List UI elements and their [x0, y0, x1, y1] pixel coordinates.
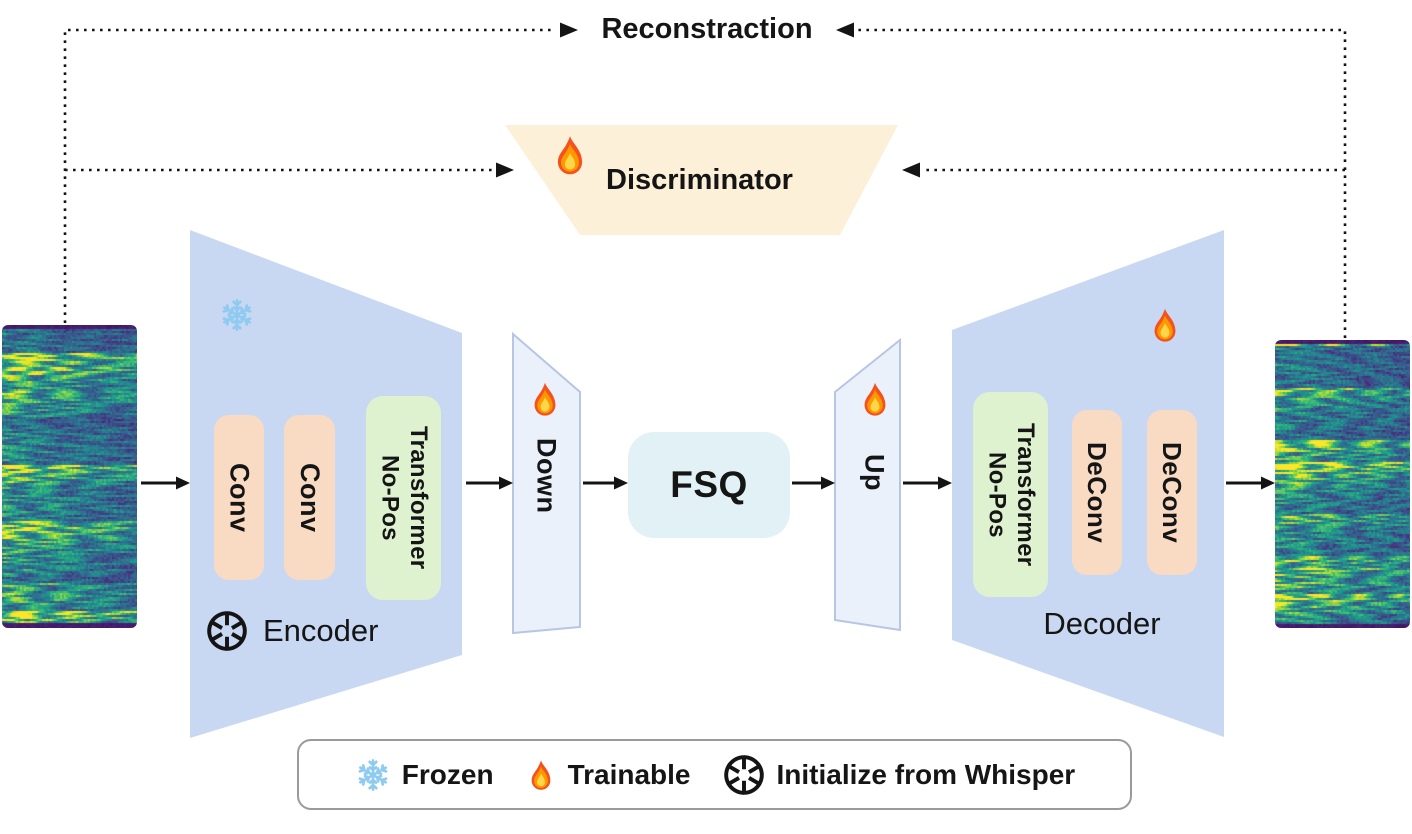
arrowhead-fsq-in: [614, 476, 628, 490]
upsample-shape: [834, 337, 901, 632]
encoder-transformer-label: Transformer No-Pos: [375, 426, 432, 569]
flame-icon: [856, 377, 894, 421]
reconstruction-wire-left: [63, 28, 556, 323]
arrowhead-decoder-in: [938, 476, 952, 490]
decoder-deconv2-label: DeConv: [1157, 441, 1187, 544]
arrowhead-down-in: [499, 476, 513, 490]
arrowhead-into-discriminator-right: [902, 162, 920, 178]
input-spectrogram: [2, 325, 137, 628]
arrowhead-spectrogram-out: [1261, 476, 1275, 490]
legend-item-trainable: Trainable: [524, 754, 691, 796]
snowflake-icon: [218, 296, 256, 334]
openai-logo-icon: [204, 608, 250, 654]
downsample-label-wrap: Down: [518, 420, 574, 532]
flame-icon: [1146, 303, 1184, 347]
downsample-shape: [512, 331, 581, 635]
reconstruction-wire-right: [858, 28, 1347, 338]
encoder-conv1-label: Conv: [224, 462, 255, 533]
discriminator-shape: [505, 125, 898, 235]
legend-frozen-label: Frozen: [401, 758, 494, 790]
legend: Frozen Trainable Initialize from Whisper: [297, 739, 1132, 810]
flame-icon: [524, 754, 558, 796]
transformer-line1: Transformer: [404, 426, 432, 570]
fsq-label: FSQ: [670, 464, 748, 505]
output-spectrogram: [1275, 340, 1410, 628]
transformer-line2: No-Pos: [983, 451, 1011, 538]
encoder-conv1-block: Conv: [214, 415, 264, 580]
transformer-line2: No-Pos: [376, 455, 404, 541]
arrowhead-into-discriminator-left: [496, 162, 514, 178]
encoder-caption: Encoder: [204, 608, 378, 654]
fsq-block: FSQ: [628, 432, 790, 538]
decoder-label: Decoder: [1043, 606, 1161, 641]
arrowhead-into-reconstruction-left: [560, 22, 578, 38]
encoder-conv2-block: Conv: [284, 415, 335, 580]
arrowhead-up-in: [821, 476, 835, 490]
decoder-transformer-label: Transformer No-Pos: [982, 423, 1039, 566]
legend-item-frozen: Frozen: [354, 756, 494, 794]
decoder-deconv1-label: DeConv: [1082, 441, 1112, 544]
encoder-conv2-label: Conv: [295, 462, 325, 533]
encoder-label: Encoder: [263, 613, 379, 648]
arrowhead-into-reconstruction-right: [836, 22, 854, 38]
upsample-label: Up: [859, 453, 890, 491]
discriminator-label: Discriminator: [606, 164, 793, 196]
legend-whisper-init-label: Initialize from Whisper: [776, 758, 1076, 790]
decoder-transformer-block: Transformer No-Pos: [973, 392, 1048, 597]
flame-icon: [526, 377, 564, 421]
arrowhead-encoder-in: [176, 476, 190, 490]
flame-icon: [548, 132, 592, 178]
decoder-deconv1-block: DeConv: [1072, 410, 1122, 575]
legend-trainable-label: Trainable: [567, 758, 691, 790]
decoder-deconv2-block: DeConv: [1147, 410, 1197, 575]
transformer-line1: Transformer: [1011, 422, 1039, 567]
encoder-transformer-block: Transformer No-Pos: [366, 396, 441, 600]
downsample-label: Down: [531, 438, 562, 514]
upsample-label-wrap: Up: [846, 430, 902, 514]
snowflake-icon: [354, 756, 392, 794]
openai-logo-icon: [721, 752, 767, 798]
reconstruction-label: Reconstraction: [601, 13, 813, 45]
legend-item-whisper-init: Initialize from Whisper: [721, 752, 1076, 798]
